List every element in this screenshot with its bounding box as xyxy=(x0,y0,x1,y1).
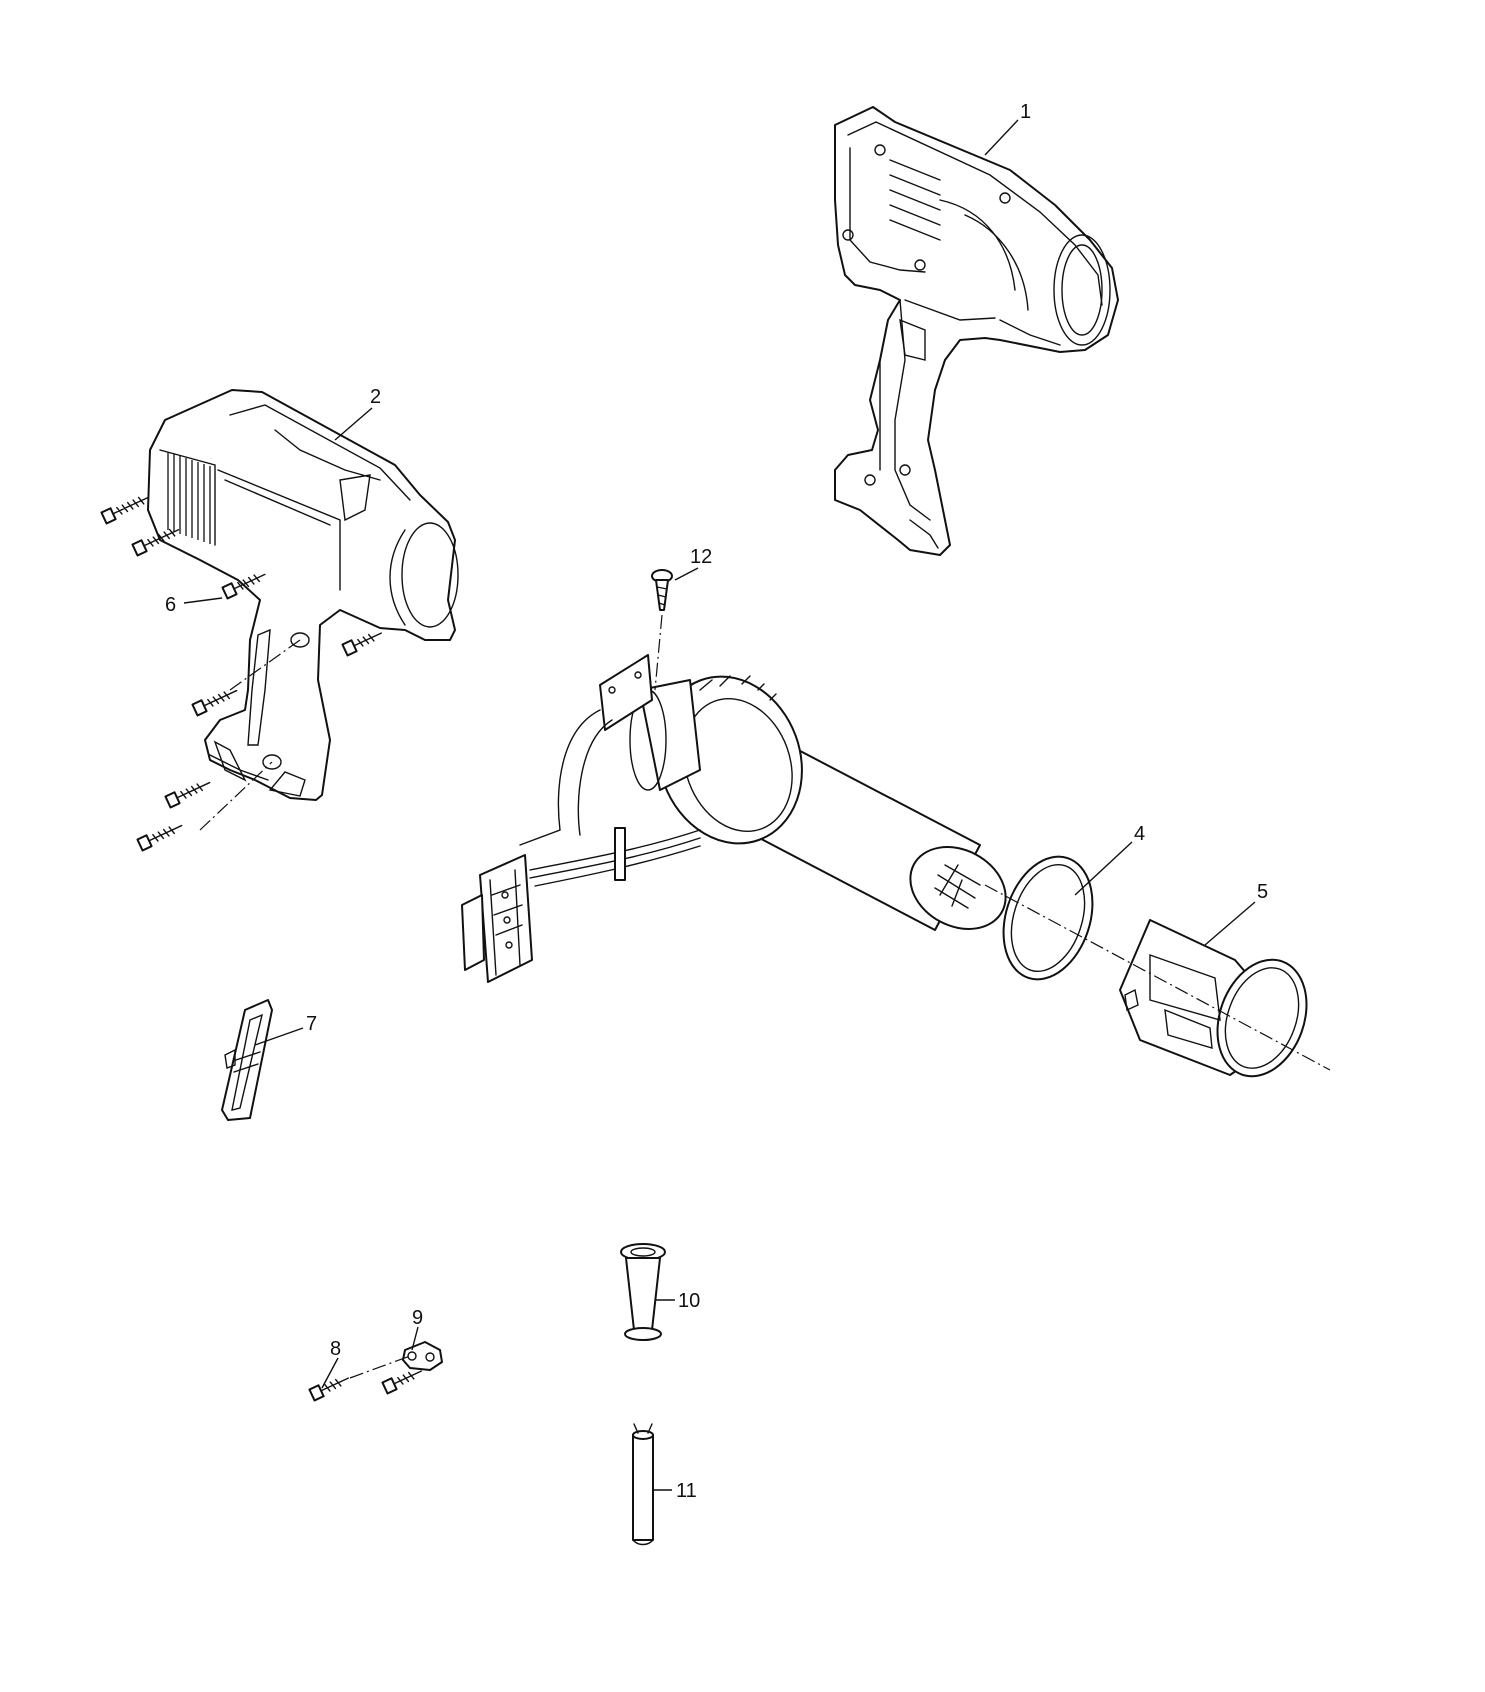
callout-2: 2 xyxy=(370,386,381,408)
part-12-screw xyxy=(651,569,673,691)
part-2-housing-half xyxy=(147,389,459,801)
part-2-screws xyxy=(100,496,382,852)
callout-7: 7 xyxy=(306,1013,317,1035)
part-10-strain-relief xyxy=(620,1243,666,1341)
callout-1: 1 xyxy=(1020,101,1031,123)
part-9-cable-clamp xyxy=(402,1341,443,1371)
part-4-ring xyxy=(1002,855,1094,981)
heating-element-assembly xyxy=(461,654,1007,983)
callout-12: 12 xyxy=(690,546,712,568)
callout-4: 4 xyxy=(1134,823,1145,845)
leader-lines xyxy=(183,119,1256,1491)
callout-5: 5 xyxy=(1257,881,1268,903)
callout-labels: 1 2 4 5 6 7 8 9 10 11 12 xyxy=(165,101,1268,1502)
callout-6: 6 xyxy=(165,594,176,616)
callout-9: 9 xyxy=(412,1307,423,1329)
part-11-power-cord xyxy=(632,1423,654,1546)
part-1-housing-half xyxy=(834,106,1119,556)
callout-8: 8 xyxy=(330,1338,341,1360)
part-8-screws xyxy=(308,1355,422,1402)
callout-11: 11 xyxy=(676,1480,697,1502)
part-7-switch xyxy=(221,999,273,1121)
assembly-axis xyxy=(984,884,1331,1071)
part-5-nozzle xyxy=(1119,919,1308,1078)
callout-10: 10 xyxy=(678,1290,700,1312)
